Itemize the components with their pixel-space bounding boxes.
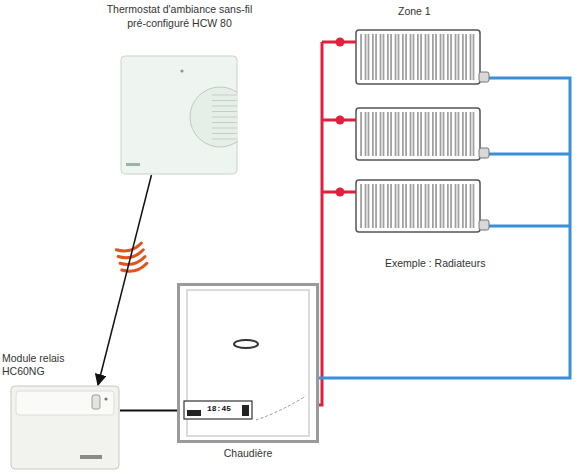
caption-note: Exemple : Radiateurs (385, 257, 485, 270)
connector (98, 175, 151, 385)
connector (120, 409, 177, 411)
radio-waves (116, 243, 148, 274)
zone-title: Zone 1 (398, 5, 431, 18)
flow-pipe (319, 42, 356, 405)
boiler: Chaudière (177, 283, 319, 443)
boiler-illustration (180, 286, 316, 440)
thermostat-illustration (120, 55, 238, 175)
return-pipe (319, 78, 570, 378)
relay-module: Module relais HC60NG (10, 385, 120, 470)
node-label: Thermostat d'ambiance sans-fil pré-confi… (97, 3, 262, 30)
radiator (356, 108, 489, 160)
display-readout: 18:45 (207, 404, 231, 414)
pipe-joint (336, 38, 345, 197)
radiator (356, 180, 489, 232)
node-label: Module relais HC60NG (2, 352, 82, 379)
relay-illustration (10, 385, 120, 470)
node-label: Chaudière (180, 447, 316, 461)
thermostat: Thermostat d'ambiance sans-fil pré-confi… (97, 3, 262, 175)
radiator (356, 30, 489, 84)
